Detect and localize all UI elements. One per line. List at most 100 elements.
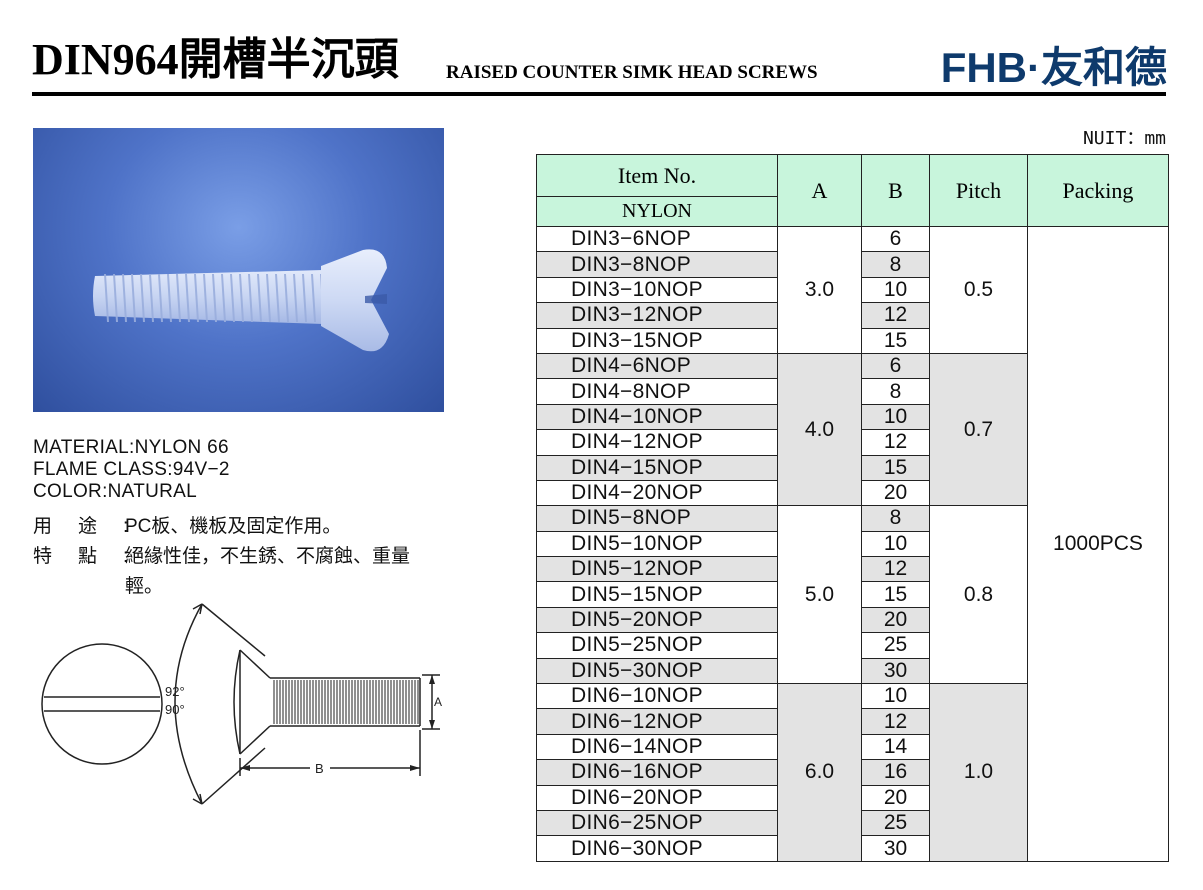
item-number-cell: DIN6−12NOP: [536, 708, 778, 735]
pitch-value-cell: 0.7: [929, 352, 1028, 507]
header-packing: Packing: [1027, 154, 1169, 227]
item-number-cell: DIN5−25NOP: [536, 632, 778, 659]
header-b: B: [861, 154, 930, 227]
item-number-cell: DIN3−15NOP: [536, 327, 778, 354]
b-value-cell: 6: [861, 225, 930, 253]
table-row: DIN5−10NOP 10: [536, 530, 1169, 558]
a-value-cell: 6.0: [777, 683, 862, 862]
table-row: DIN6−16NOP 16: [536, 759, 1169, 786]
item-number-cell: DIN5−8NOP: [536, 505, 778, 532]
flame-class-text: FLAME CLASS:94V−2: [33, 459, 230, 480]
item-number-cell: DIN6−10NOP: [536, 683, 778, 710]
feature-label: 特點:: [33, 546, 155, 567]
item-number-cell: DIN5−10NOP: [536, 530, 778, 558]
usage-label: 用途:: [33, 516, 155, 537]
usage-value: PC板、機板及固定作用。: [125, 516, 342, 537]
a-value-cell: 4.0: [777, 352, 862, 507]
item-number-cell: DIN6−16NOP: [536, 759, 778, 786]
b-value-cell: 10: [861, 276, 930, 304]
b-value-cell: 12: [861, 302, 930, 329]
product-photo: [33, 128, 444, 412]
page-title: DIN964開槽半沉頭: [32, 35, 399, 84]
table-row: DIN6−20NOP 20: [536, 784, 1169, 811]
spec-table-header: Item No. A B Pitch Packing NYLON: [536, 154, 1169, 227]
item-number-cell: DIN4−8NOP: [536, 378, 778, 405]
feature-value: 絕緣性佳，不生銹、不腐蝕、重量輕。: [125, 546, 411, 597]
item-number-cell: DIN3−12NOP: [536, 302, 778, 329]
table-row: DIN5−25NOP 25: [536, 632, 1169, 659]
b-value-cell: 15: [861, 454, 930, 481]
header-item-no: Item No.: [536, 154, 778, 197]
header-pitch: Pitch: [929, 154, 1028, 227]
item-number-cell: DIN4−12NOP: [536, 429, 778, 456]
item-number-cell: DIN5−15NOP: [536, 581, 778, 608]
table-row: DIN6−14NOP 14: [536, 733, 1169, 761]
item-number-cell: DIN4−15NOP: [536, 454, 778, 481]
a-value-cell: 3.0: [777, 226, 862, 354]
b-value-cell: 25: [861, 632, 930, 659]
screw-technical-drawing: 92° 90° A B: [30, 600, 450, 810]
angle-label-92: 92°: [165, 684, 185, 699]
header-divider: [32, 92, 1166, 96]
pitch-value-cell: 0.8: [929, 505, 1028, 685]
page-subtitle: RAISED COUNTER SIMK HEAD SCREWS: [446, 62, 818, 83]
b-value-cell: 14: [861, 733, 930, 761]
item-number-cell: DIN4−20NOP: [536, 479, 778, 507]
item-number-cell: DIN6−30NOP: [536, 835, 778, 862]
unit-label: NUIT：mm: [1082, 128, 1166, 149]
table-row: DIN3−10NOP 10: [536, 276, 1169, 304]
b-value-cell: 10: [861, 530, 930, 558]
b-value-cell: 10: [861, 683, 930, 710]
table-row: DIN5−12NOP 12: [536, 556, 1169, 583]
angle-label-90: 90°: [165, 702, 185, 717]
item-number-cell: DIN3−6NOP: [536, 225, 778, 253]
nylon-screw-image: [93, 249, 389, 352]
item-number-cell: DIN5−30NOP: [536, 657, 778, 685]
b-value-cell: 15: [861, 581, 930, 608]
b-value-cell: 10: [861, 403, 930, 431]
table-row: DIN4−12NOP 12: [536, 429, 1169, 456]
pitch-value-cell: 1.0: [929, 683, 1028, 862]
material-text: MATERIAL:NYLON 66: [33, 437, 229, 458]
item-number-cell: DIN6−14NOP: [536, 733, 778, 761]
b-value-cell: 25: [861, 809, 930, 837]
b-value-cell: 8: [861, 378, 930, 405]
table-row: DIN4−20NOP 20: [536, 479, 1169, 507]
b-value-cell: 20: [861, 784, 930, 811]
b-value-cell: 12: [861, 708, 930, 735]
item-number-cell: DIN3−10NOP: [536, 276, 778, 304]
b-value-cell: 12: [861, 429, 930, 456]
b-value-cell: 15: [861, 327, 930, 354]
b-value-cell: 20: [861, 606, 930, 634]
spec-table: Item No. A B Pitch Packing NYLON DIN3−6N…: [536, 154, 1169, 862]
b-value-cell: 6: [861, 352, 930, 380]
dimension-b-label: B: [315, 761, 324, 776]
b-value-cell: 12: [861, 556, 930, 583]
dimension-a-label: A: [434, 695, 442, 709]
pitch-value-cell: 0.5: [929, 226, 1028, 354]
table-row: DIN4−8NOP 8: [536, 378, 1169, 405]
b-value-cell: 20: [861, 479, 930, 507]
item-number-cell: DIN5−12NOP: [536, 556, 778, 583]
color-text: COLOR:NATURAL: [33, 481, 198, 502]
b-value-cell: 16: [861, 759, 930, 786]
material-specs: MATERIAL:NYLON 66 FLAME CLASS:94V−2 COLO…: [33, 437, 230, 503]
table-row: DIN3−8NOP 8: [536, 251, 1169, 278]
header-material: NYLON: [536, 196, 778, 227]
b-value-cell: 8: [861, 505, 930, 532]
b-value-cell: 8: [861, 251, 930, 278]
item-number-cell: DIN6−20NOP: [536, 784, 778, 811]
item-number-cell: DIN4−6NOP: [536, 352, 778, 380]
packing-value-cell: 1000PCS: [1027, 226, 1169, 862]
a-value-cell: 5.0: [777, 505, 862, 685]
item-number-cell: DIN3−8NOP: [536, 251, 778, 278]
header-a: A: [777, 154, 862, 227]
